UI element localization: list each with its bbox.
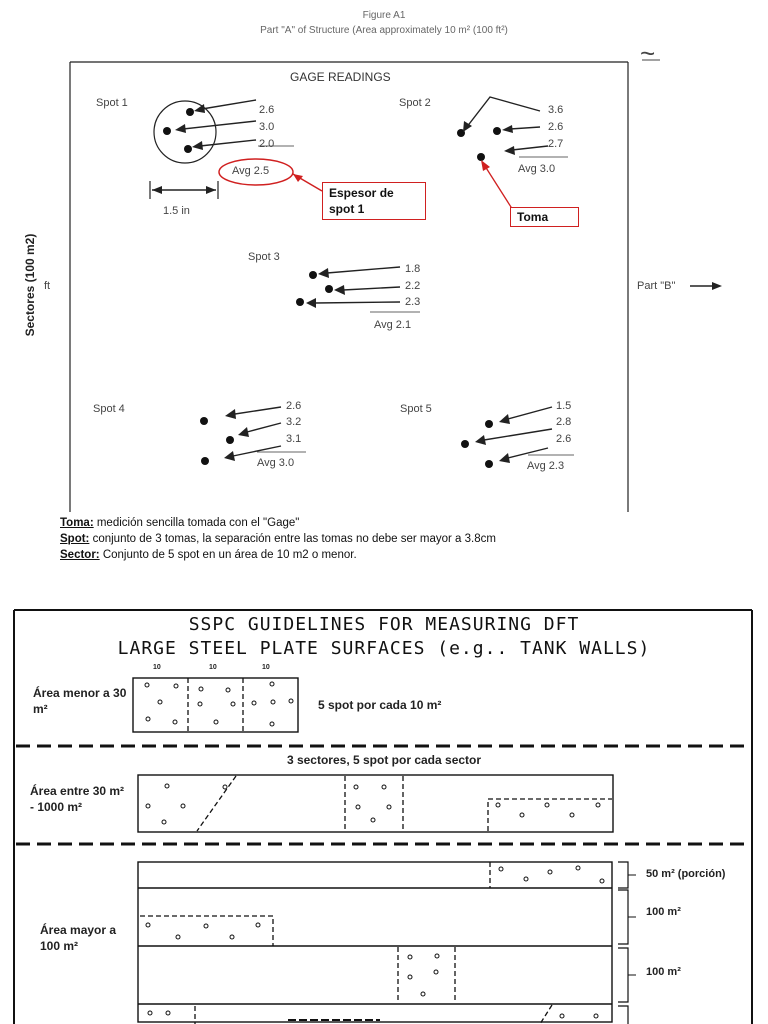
row3-label: Área mayor a 100 m² <box>40 923 117 953</box>
legend-spot: Spot: conjunto de 3 tomas, la separación… <box>60 533 496 545</box>
reading: 2.7 <box>548 138 564 150</box>
spot-average: Avg 2.3 <box>527 460 565 472</box>
legend-text: Conjunto de 5 spot en un área de 10 m2 o… <box>99 549 357 561</box>
legend-term: Spot: <box>60 533 90 545</box>
avg-highlight <box>218 158 294 186</box>
band-size: 100 m² <box>646 966 681 978</box>
spot1-dot <box>163 127 171 135</box>
reading: 2.6 <box>556 433 572 445</box>
scale-label: 1.5 in <box>163 205 190 217</box>
spot1-dot <box>186 108 194 116</box>
sspc-subtitle: LARGE STEEL PLATE SURFACES (e.g.. TANK W… <box>117 638 651 659</box>
legend-sector: Sector: Conjunto de 5 spot en un área de… <box>60 549 357 561</box>
spot-average: Avg 2.1 <box>374 319 412 331</box>
row2-header: 3 sectores, 5 spot por cada sector <box>286 753 482 767</box>
legend-text: conjunto de 3 tomas, la separación entre… <box>89 533 496 545</box>
reading: 3.1 <box>286 433 302 445</box>
spot-label: Spot 5 <box>400 403 432 415</box>
legend-toma: Toma: medición sencilla tomada con el "G… <box>60 517 299 529</box>
spot1-dot <box>184 145 192 153</box>
reading: 2.2 <box>405 280 421 292</box>
reading: 2.0 <box>259 138 275 150</box>
width-tick: 10 <box>153 664 161 671</box>
reading: 3.0 <box>259 121 275 133</box>
spot-average: Avg 2.5 <box>232 165 270 177</box>
reading: 2.3 <box>405 296 421 308</box>
spot1-circle <box>153 100 217 164</box>
legend-term: Toma: <box>60 517 94 529</box>
espesor-annotation: Espesor de spot 1 <box>322 182 426 220</box>
row1-text: 5 spot por cada 10 m² <box>318 698 442 712</box>
spot-average: Avg 3.0 <box>257 457 295 469</box>
legend-text: medición sencilla tomada con el "Gage" <box>93 517 300 529</box>
reading: 3.2 <box>286 416 302 428</box>
toma-annotation: Toma <box>510 207 579 227</box>
figure-subtitle: Part "A" of Structure (Area approximatel… <box>260 25 508 36</box>
width-tick: 10 <box>262 664 270 671</box>
row1-label: Área menor a 30 m² <box>33 686 127 716</box>
part-b-label: Part "B" <box>637 280 676 292</box>
reading: 2.6 <box>259 104 275 116</box>
spot-label: Spot 1 <box>96 97 128 109</box>
sspc-title: SSPC GUIDELINES FOR MEASURING DFT <box>188 614 580 635</box>
spot-label: Spot 2 <box>399 97 431 109</box>
reading: 2.6 <box>286 400 302 412</box>
spot-label: Spot 4 <box>93 403 125 415</box>
width-tick: 10 <box>209 664 217 671</box>
legend-term: Sector: <box>60 549 100 561</box>
band-size: 50 m² (porción) <box>646 868 726 880</box>
reading: 1.5 <box>556 400 572 412</box>
reading: 2.8 <box>556 416 572 428</box>
spot-label: Spot 3 <box>248 251 280 263</box>
reading: 1.8 <box>405 263 421 275</box>
ft-label: ft <box>44 280 51 292</box>
band-size: 100 m² <box>646 906 681 918</box>
spot-average: Avg 3.0 <box>518 163 556 175</box>
reading: 3.6 <box>548 104 564 116</box>
figure-title: Figure A1 <box>362 10 406 21</box>
row2-label: Área entre 30 m² - 1000 m² <box>30 784 125 814</box>
gage-readings-title: GAGE READINGS <box>290 70 391 84</box>
reading: 2.6 <box>548 121 564 133</box>
